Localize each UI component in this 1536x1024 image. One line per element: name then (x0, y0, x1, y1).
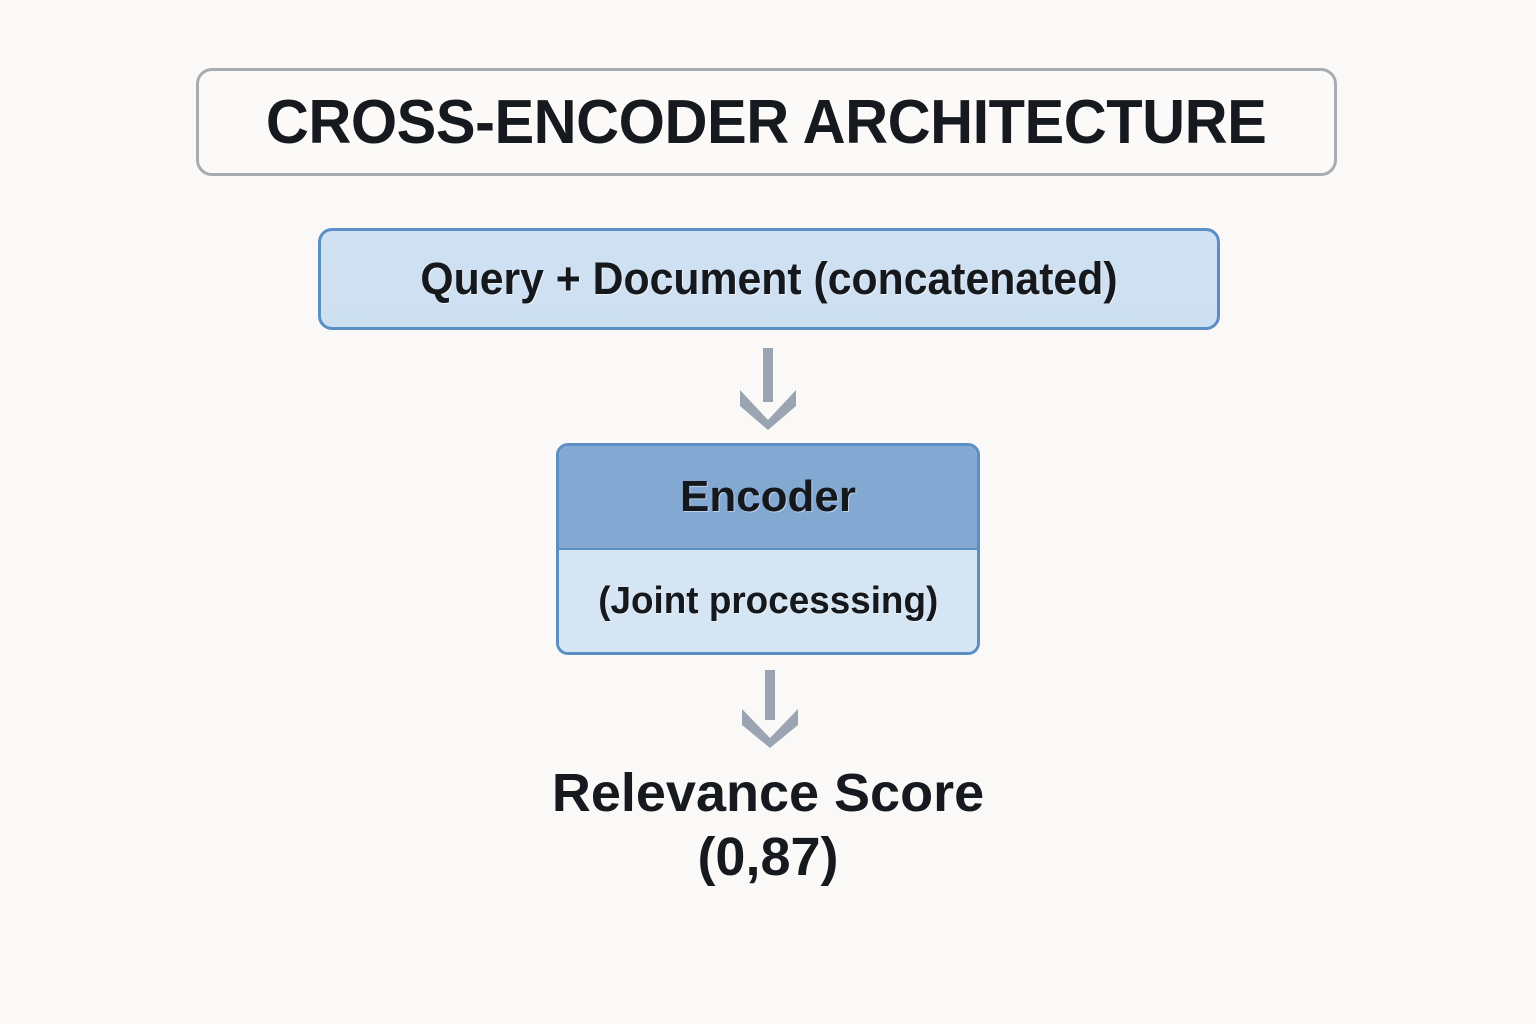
encoder-body: (Joint processsing) (559, 550, 977, 652)
output-node-label: Relevance Score (551, 763, 985, 823)
encoder-header-label: Encoder (679, 472, 857, 521)
arrow-down-icon (742, 670, 798, 748)
title-banner: CROSS-ENCODER ARCHITECTURE (196, 68, 1337, 176)
process-node-encoder: Encoder (Joint processsing) (556, 443, 980, 655)
input-node-label: Query + Document (concatenated) (420, 253, 1118, 304)
encoder-header: Encoder (559, 446, 977, 550)
output-node-relevance-score: Relevance Score (0,87) (0, 762, 1536, 889)
page-title: CROSS-ENCODER ARCHITECTURE (266, 87, 1267, 157)
arrow-down-icon (740, 348, 796, 430)
input-node-query-document: Query + Document (concatenated) (318, 228, 1220, 330)
output-node-score-value: (0,87) (697, 826, 839, 887)
encoder-body-label: (Joint processsing) (598, 579, 938, 622)
